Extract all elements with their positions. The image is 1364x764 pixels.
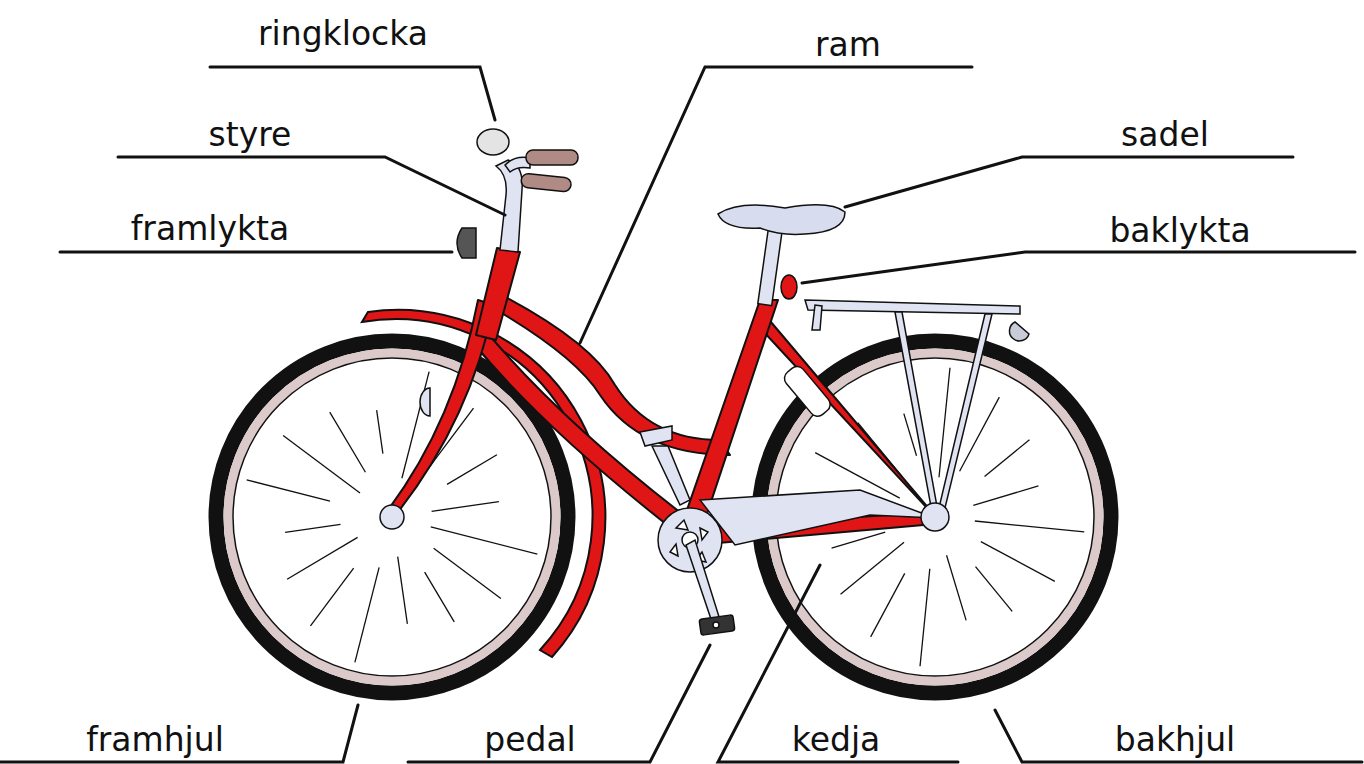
spoke: [434, 548, 501, 598]
part-label: pedal: [484, 723, 576, 756]
spoke: [939, 368, 950, 477]
spoke: [398, 557, 408, 624]
spoke: [841, 542, 904, 594]
spoke: [920, 569, 930, 667]
part-label: bakhjul: [1115, 723, 1235, 756]
frame: [388, 248, 940, 545]
spoke: [871, 573, 905, 636]
spoke: [431, 527, 538, 554]
handlebar: [477, 129, 578, 252]
spoke: [947, 555, 967, 620]
front-wheel: [216, 341, 568, 693]
reflector: [781, 363, 833, 419]
saddle: [718, 205, 845, 306]
spoke: [973, 486, 1038, 506]
spoke: [247, 480, 330, 501]
front-fender: [362, 310, 605, 657]
rear-hub: [921, 503, 949, 531]
part-label: ringklocka: [258, 17, 428, 50]
spoke: [287, 537, 358, 579]
front-lamp: [457, 228, 476, 258]
spoke: [975, 521, 1084, 532]
chain-guard: [700, 490, 935, 545]
part-label: sadel: [1121, 118, 1209, 151]
part-label: baklykta: [1109, 214, 1250, 247]
part-label: ram: [815, 28, 881, 61]
front-hub: [380, 505, 404, 529]
spoke: [976, 567, 1013, 612]
crankset: [658, 508, 735, 635]
part-label: framlykta: [131, 212, 290, 245]
spoke: [377, 410, 383, 454]
spoke: [981, 542, 1055, 582]
part-label: styre: [209, 118, 292, 151]
spoke: [310, 568, 353, 626]
part-label: framhjul: [86, 723, 224, 756]
front-reflector: [420, 388, 430, 416]
spoke: [425, 572, 455, 622]
spoke: [355, 567, 379, 662]
spoke: [432, 502, 499, 512]
spoke: [330, 412, 366, 472]
spoke: [447, 455, 497, 485]
leader-lines: [0, 67, 1362, 762]
spoke: [985, 440, 1030, 477]
kickstand: [640, 426, 690, 505]
spoke: [285, 524, 340, 532]
part-label: kedja: [792, 723, 881, 756]
spoke: [832, 532, 886, 548]
